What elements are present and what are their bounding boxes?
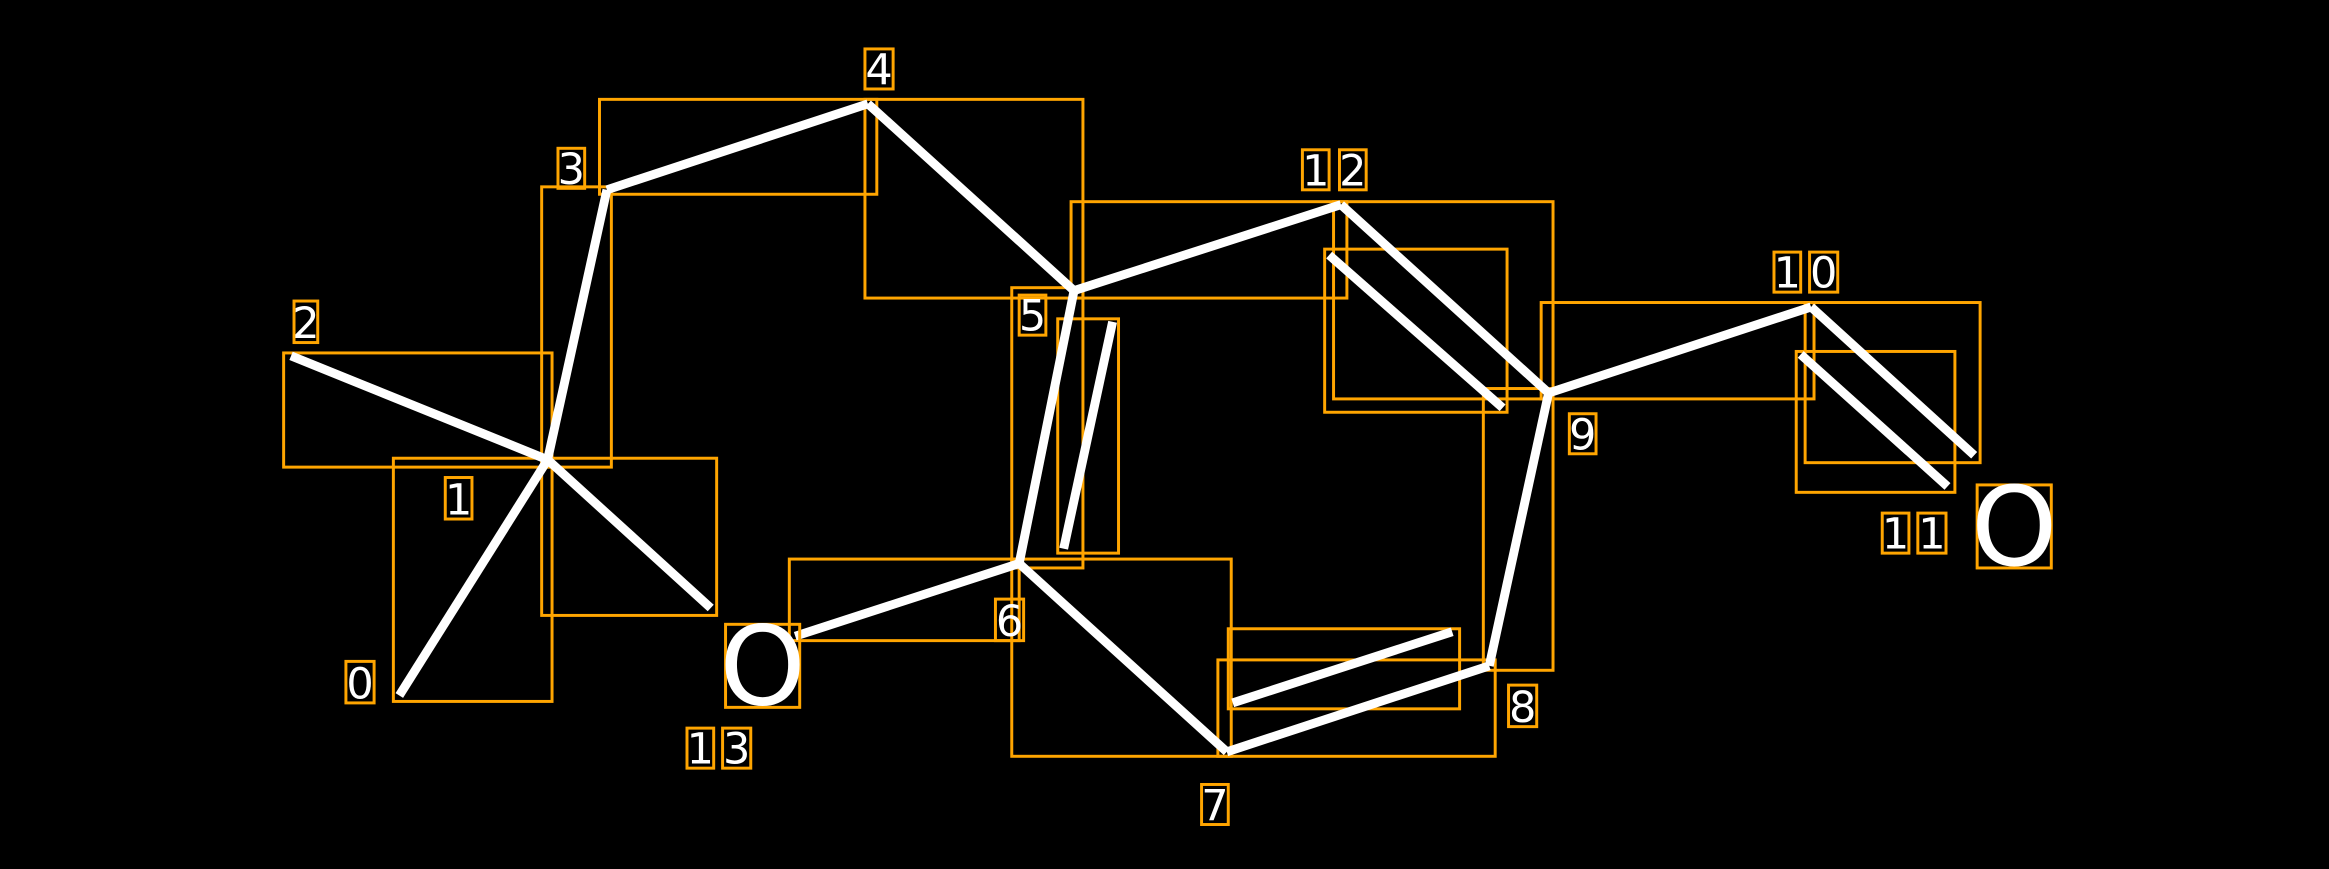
svg-text:O: O — [1971, 463, 2057, 591]
node-label-2: 2 — [292, 299, 319, 349]
svg-text:6: 6 — [996, 597, 1023, 647]
bbox — [1323, 247, 1509, 414]
svg-text:4: 4 — [865, 46, 892, 96]
node-labels: 0 1 2 3 4 5 6 7 8 9 1 0 1 1 1 2 1 3 — [292, 46, 1948, 831]
edge-8-9 — [1484, 392, 1553, 667]
edge-6-7 — [1016, 560, 1230, 756]
edge-parallel — [1326, 251, 1506, 412]
bbox — [1332, 200, 1555, 401]
edges — [289, 99, 1978, 757]
bounding-boxes — [282, 97, 1982, 758]
edge-parallel — [1231, 627, 1454, 708]
node-label-11: 1 1 — [1880, 510, 1948, 560]
svg-text:1: 1 — [1882, 510, 1909, 560]
bbox — [598, 97, 879, 196]
svg-text:0: 0 — [346, 659, 373, 709]
svg-text:7: 7 — [1201, 781, 1228, 831]
edge-3-4 — [605, 99, 870, 195]
node-label-12: 1 2 — [1300, 146, 1368, 196]
edge-1-3 — [543, 188, 612, 461]
bbox — [282, 351, 554, 469]
letter-o-right: O — [1971, 463, 2057, 591]
svg-text:1: 1 — [445, 476, 472, 526]
svg-text:5: 5 — [1019, 292, 1046, 342]
node-label-5: 5 — [1017, 292, 1048, 342]
edge-5-12 — [1072, 200, 1343, 295]
svg-text:9: 9 — [1569, 410, 1596, 460]
edge-6-13 — [793, 559, 1021, 641]
edge-10-11 — [1808, 303, 1978, 459]
edge-9-10 — [1547, 302, 1813, 398]
bbox — [391, 456, 554, 703]
node-label-0: 0 — [344, 659, 376, 709]
svg-text:1: 1 — [1302, 146, 1329, 196]
edge-2-1 — [289, 351, 550, 464]
bbox — [1481, 387, 1555, 672]
bbox — [1056, 317, 1121, 555]
svg-text:2: 2 — [292, 299, 319, 349]
edge-parallel — [1797, 351, 1951, 490]
letter-marks: O O — [719, 463, 2057, 730]
node-label-3: 3 — [556, 145, 587, 195]
node-label-8: 8 — [1507, 683, 1539, 733]
svg-text:2: 2 — [1339, 146, 1366, 196]
svg-text:O: O — [719, 602, 805, 730]
bbox — [540, 185, 613, 469]
svg-text:1: 1 — [687, 725, 714, 775]
bbox — [1794, 349, 1957, 494]
bbox — [863, 97, 1085, 300]
letter-o-left: O — [719, 602, 805, 730]
node-label-10: 1 0 — [1772, 249, 1840, 299]
edge-0-1 — [395, 457, 552, 698]
edge-7-8 — [1225, 661, 1491, 757]
svg-text:1: 1 — [1774, 249, 1801, 299]
svg-text:3: 3 — [723, 725, 750, 775]
node-label-7: 7 — [1200, 781, 1230, 831]
edge-1-branch — [544, 456, 714, 612]
bbox — [1803, 301, 1982, 465]
node-label-9: 9 — [1567, 410, 1598, 460]
edge-5-6 — [1014, 289, 1079, 565]
node-label-1: 1 — [443, 476, 474, 526]
svg-text:0: 0 — [1810, 249, 1837, 299]
svg-text:1: 1 — [1918, 510, 1945, 560]
node-label-13: 1 3 — [685, 725, 753, 775]
node-label-6: 6 — [993, 597, 1026, 647]
bbox — [540, 456, 719, 617]
svg-text:8: 8 — [1509, 683, 1536, 733]
bbox — [1010, 286, 1085, 570]
edge-12-9 — [1337, 201, 1552, 397]
bbox — [1010, 557, 1233, 758]
node-label-4: 4 — [863, 46, 895, 96]
svg-text:3: 3 — [558, 145, 585, 195]
edge-4-5 — [864, 100, 1078, 294]
edge-parallel — [1059, 320, 1117, 550]
